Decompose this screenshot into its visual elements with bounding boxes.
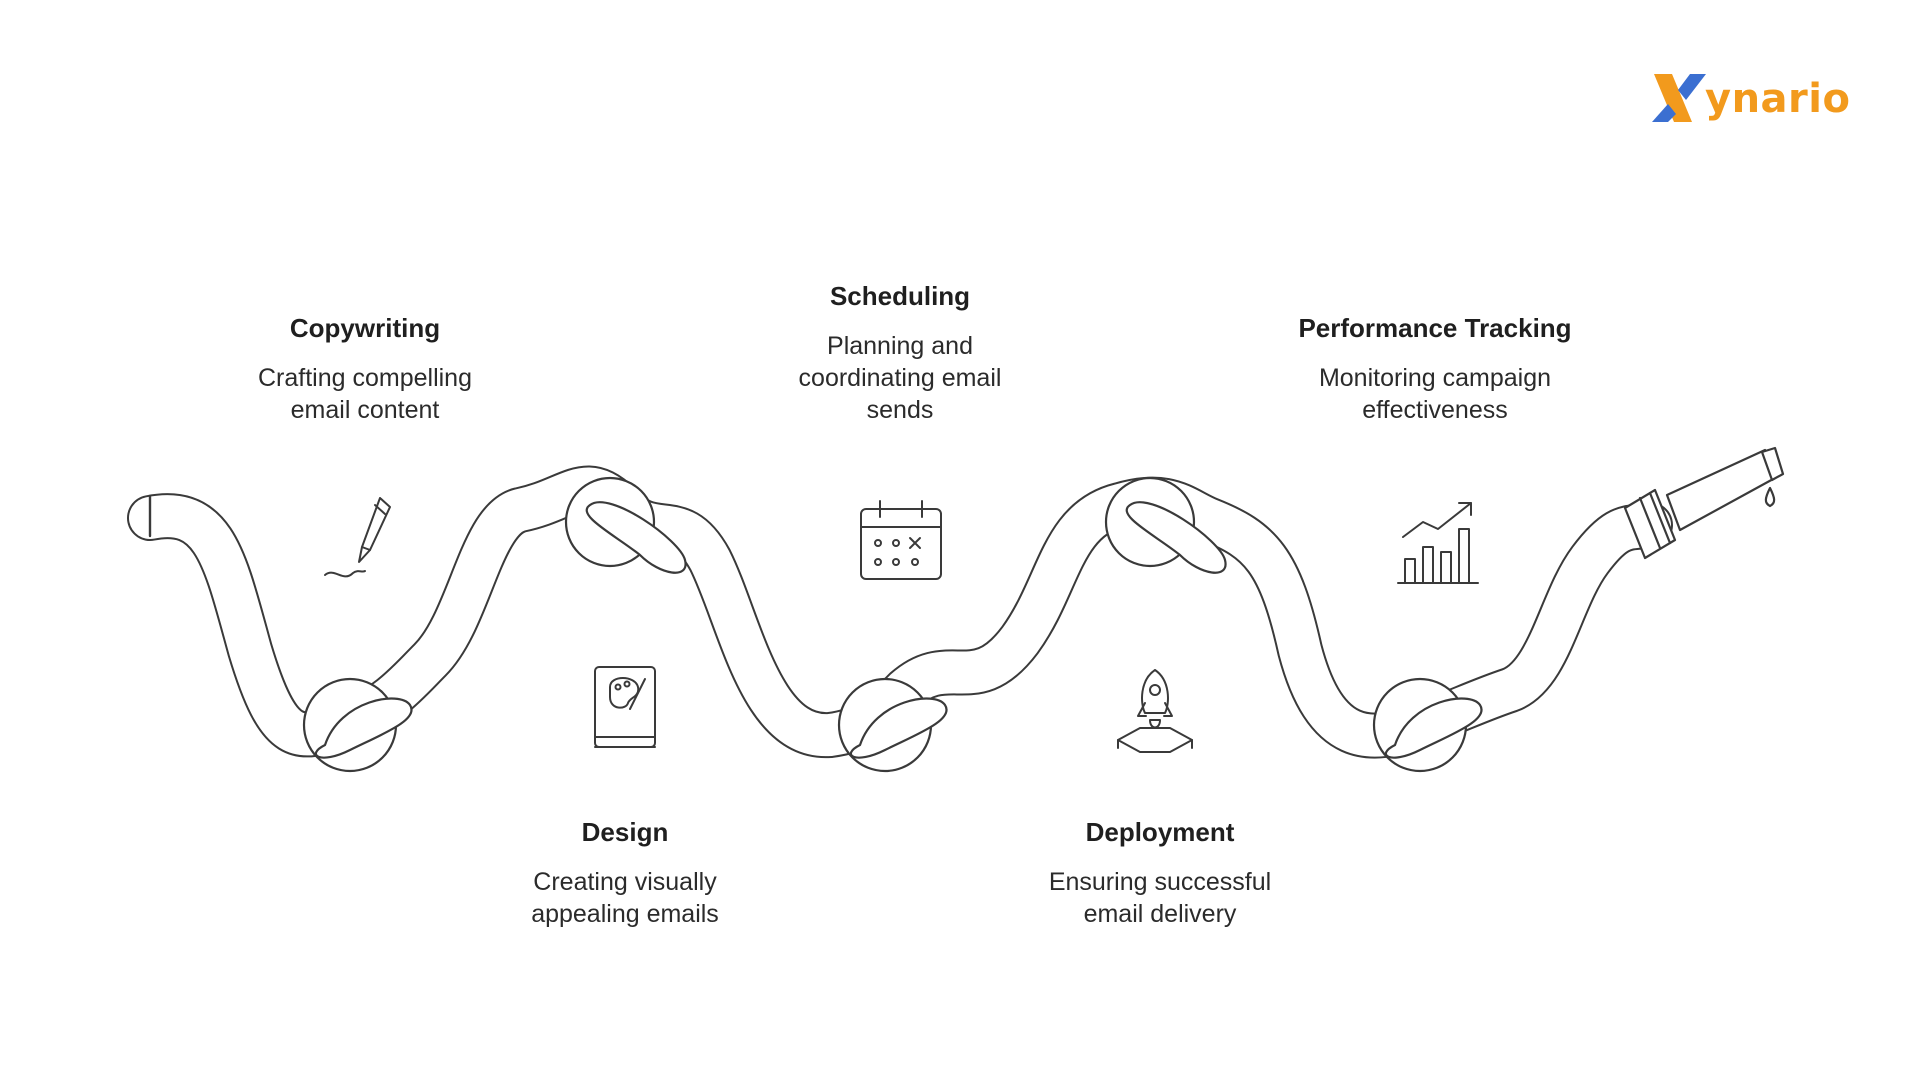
- step-title: Performance Tracking: [1298, 313, 1572, 343]
- step-title: Deployment: [1085, 817, 1235, 847]
- palette-book-icon: [594, 666, 656, 748]
- calendar-icon: [860, 500, 942, 580]
- knot-5: [1372, 677, 1483, 773]
- step-design: Design Creating visually appealing email…: [445, 817, 805, 930]
- knot-3: [837, 677, 948, 773]
- step-title: Scheduling: [829, 281, 971, 311]
- rocket-icon: [1117, 669, 1193, 753]
- step-deployment: Deployment Ensuring successful email del…: [980, 817, 1340, 930]
- step-description: Planning and coordinating email sends: [798, 332, 1002, 424]
- step-description: Crafting compelling email content: [258, 364, 472, 424]
- logo-x-mark-icon: [1652, 74, 1706, 122]
- knot-1: [302, 677, 413, 773]
- step-title: Design: [581, 817, 669, 847]
- step-description: Monitoring campaign effectiveness: [1318, 364, 1552, 424]
- step-title: Copywriting: [289, 313, 441, 343]
- step-description: Ensuring successful email delivery: [1048, 868, 1272, 928]
- step-copywriting: Copywriting Crafting compelling email co…: [185, 313, 545, 426]
- knot-2: [564, 476, 687, 574]
- step-scheduling: Scheduling Planning and coordinating ema…: [720, 281, 1080, 426]
- step-performance-tracking: Performance Tracking Monitoring campaign…: [1255, 313, 1615, 426]
- pen-icon: [324, 497, 391, 578]
- step-description: Creating visually appealing emails: [531, 868, 719, 928]
- logo-text: ynario: [1705, 76, 1851, 122]
- hose-nozzle: [1623, 446, 1785, 560]
- knot-4: [1104, 476, 1227, 574]
- growth-chart-icon: [1397, 502, 1479, 584]
